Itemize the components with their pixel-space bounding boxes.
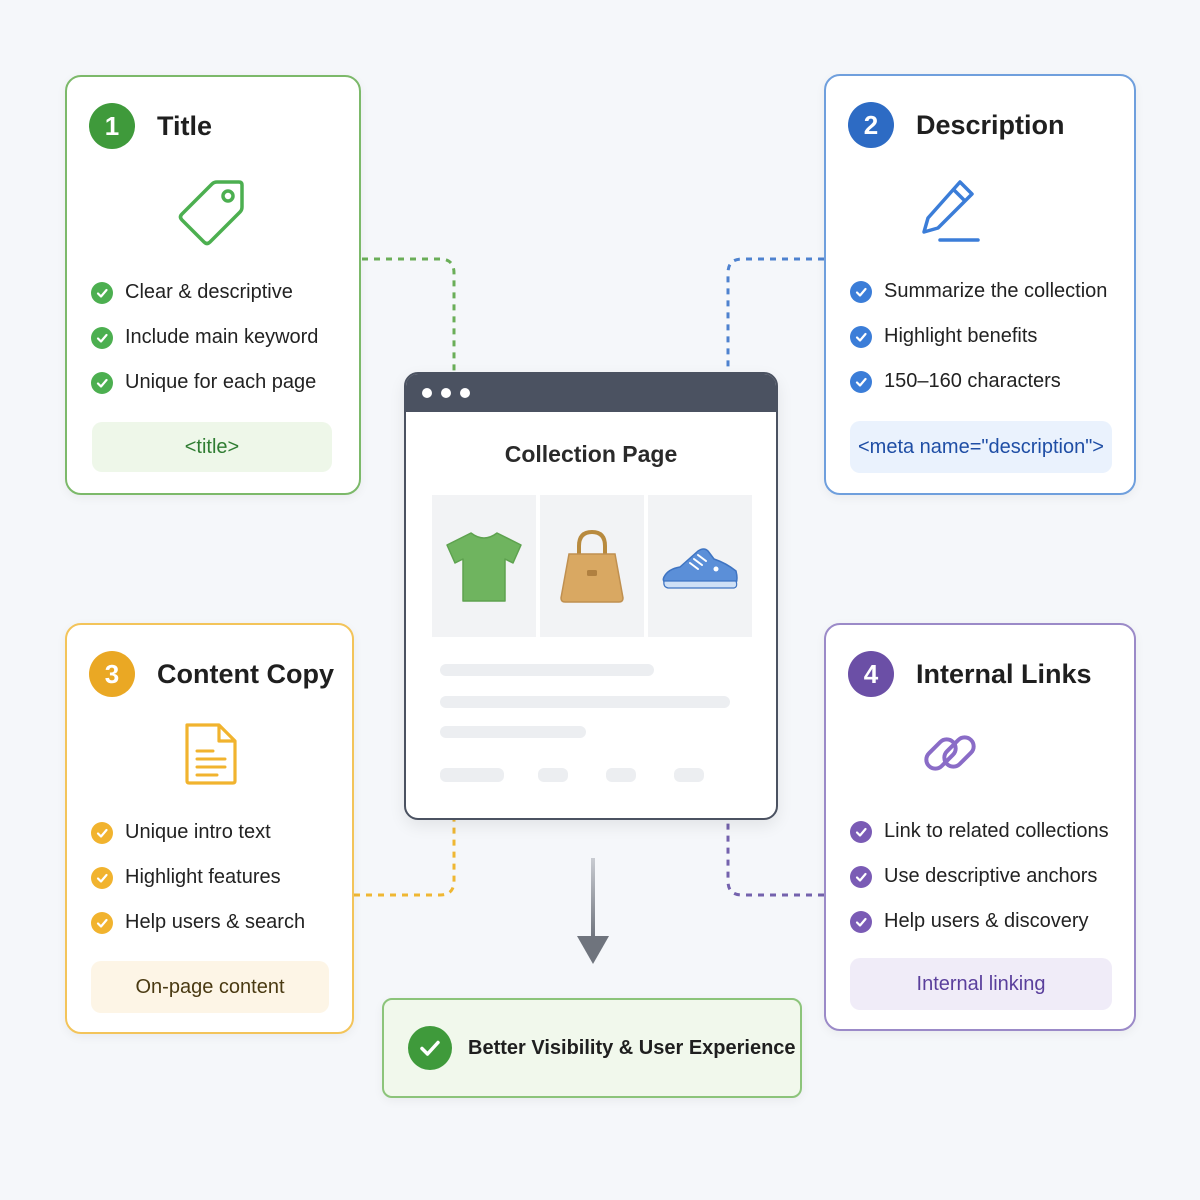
- check-icon: [91, 866, 113, 889]
- placeholder-line: [440, 696, 730, 708]
- check-icon: [91, 371, 113, 394]
- code-tag: On-page content: [91, 961, 329, 1013]
- check-icon: [850, 325, 872, 348]
- window-dot-icon: [422, 388, 432, 398]
- list-item-label: Unique intro text: [125, 821, 271, 843]
- check-icon: [850, 865, 872, 888]
- connector-content-copy: [354, 820, 456, 897]
- list-item-label: Link to related collections: [884, 820, 1109, 842]
- check-icon: [850, 280, 872, 303]
- collection-page-title: Collection Page: [504, 441, 678, 467]
- list-item-label: Use descriptive anchors: [884, 865, 1098, 887]
- connector-title: [362, 257, 456, 372]
- window-dot-icon: [441, 388, 451, 398]
- list-item-label: Include main keyword: [125, 326, 319, 348]
- down-arrow-icon: [577, 858, 609, 964]
- list-item-label: 150–160 characters: [884, 370, 1061, 392]
- list-item-label: Help users & discovery: [884, 910, 1089, 932]
- checklist: Summarize the collection Highlight benef…: [850, 269, 1107, 404]
- list-item-label: Highlight features: [125, 866, 281, 888]
- document-icon: [185, 723, 237, 785]
- card-header: 3 Content Copy: [89, 651, 334, 697]
- description-card: 2 Description Summarize the collection H…: [824, 74, 1136, 495]
- check-icon: [91, 821, 113, 844]
- step-number-badge: 2: [848, 102, 894, 148]
- card-header: 4 Internal Links: [848, 651, 1092, 697]
- step-number-badge: 4: [848, 651, 894, 697]
- list-item: Highlight benefits: [850, 314, 1107, 359]
- tag-icon: [178, 180, 244, 246]
- list-item-label: Clear & descriptive: [125, 281, 293, 303]
- step-number-badge: 3: [89, 651, 135, 697]
- list-item: Help users & discovery: [850, 899, 1109, 944]
- card-title: Internal Links: [916, 658, 1092, 689]
- connector-internal-links: [726, 820, 824, 897]
- handbag-icon: [560, 529, 624, 603]
- internal-links-card: 4 Internal Links Link to related collect…: [824, 623, 1136, 1031]
- product-grid: [432, 495, 756, 637]
- placeholder-block: [674, 768, 704, 782]
- t-shirt-icon: [446, 532, 522, 602]
- placeholder-line: [440, 664, 654, 676]
- list-item-label: Highlight benefits: [884, 325, 1038, 347]
- list-item-label: Help users & search: [125, 911, 306, 933]
- checklist: Clear & descriptive Include main keyword…: [91, 270, 318, 405]
- list-item: Link to related collections: [850, 809, 1109, 854]
- window-dot-icon: [460, 388, 470, 398]
- step-number-badge: 1: [89, 103, 135, 149]
- link-icon: [924, 735, 976, 771]
- list-item: Unique intro text: [91, 810, 305, 855]
- check-icon: [850, 910, 872, 933]
- check-icon: [91, 911, 113, 934]
- collection-page-browser: Collection Page: [404, 372, 778, 820]
- check-icon: [91, 281, 113, 304]
- card-title: Title: [157, 110, 213, 141]
- connector-description: [726, 257, 824, 372]
- content-copy-card: 3 Content Copy Unique intro text Highlig…: [65, 623, 354, 1034]
- code-tag: <meta name="description">: [850, 421, 1112, 473]
- card-header: 1 Title: [89, 103, 212, 149]
- product-tile: [432, 495, 536, 637]
- list-item: Clear & descriptive: [91, 270, 318, 315]
- check-icon: [91, 326, 113, 349]
- list-item: Help users & search: [91, 900, 305, 945]
- check-icon: [850, 370, 872, 393]
- browser-title-bar: [406, 374, 776, 412]
- result-banner: Better Visibility & User Experience: [382, 998, 802, 1098]
- checklist: Link to related collections Use descript…: [850, 809, 1109, 944]
- list-item: 150–160 characters: [850, 359, 1107, 404]
- list-item: Summarize the collection: [850, 269, 1107, 314]
- check-icon: [850, 820, 872, 843]
- list-item-label: Unique for each page: [125, 371, 317, 393]
- result-text: Better Visibility & User Experience: [468, 1036, 796, 1059]
- placeholder-line: [440, 726, 586, 738]
- list-item: Highlight features: [91, 855, 305, 900]
- code-tag: Internal linking: [850, 958, 1112, 1010]
- card-title: Description: [916, 109, 1065, 140]
- product-tile: [648, 495, 752, 637]
- product-tile: [540, 495, 644, 637]
- list-item-label: Summarize the collection: [884, 280, 1108, 302]
- list-item: Use descriptive anchors: [850, 854, 1109, 899]
- title-card: 1 Title Clear & descriptive Include main…: [65, 75, 361, 495]
- list-item: Unique for each page: [91, 360, 318, 405]
- placeholder-block: [606, 768, 636, 782]
- card-header: 2 Description: [848, 102, 1065, 148]
- pencil-icon: [922, 180, 980, 242]
- placeholder-block: [538, 768, 568, 782]
- checklist: Unique intro text Highlight features Hel…: [91, 810, 305, 945]
- check-circle-icon: [408, 1026, 452, 1070]
- card-title: Content Copy: [157, 658, 334, 689]
- code-tag: <title>: [92, 422, 332, 472]
- list-item: Include main keyword: [91, 315, 318, 360]
- sneaker-icon: [662, 548, 738, 589]
- placeholder-block: [440, 768, 504, 782]
